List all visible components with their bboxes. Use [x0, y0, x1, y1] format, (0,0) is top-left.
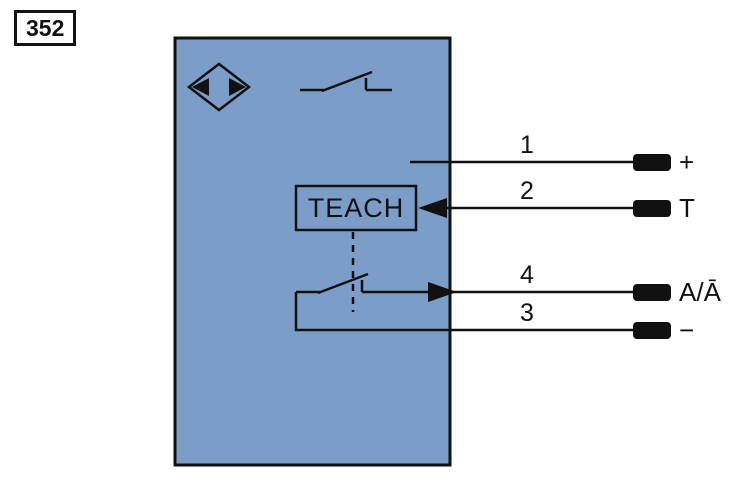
arrow-output-icon: [428, 282, 457, 302]
figure-number-badge: 352: [14, 10, 77, 46]
terminal-label-output: A/Ā: [679, 276, 721, 307]
output-switch-icon: [296, 272, 369, 295]
arrow-into-teach-icon: [418, 198, 447, 218]
wire-number-label-4: 4: [520, 261, 534, 289]
switch-icon: [300, 70, 392, 93]
device-body: [173, 36, 452, 467]
terminal-label-teach: T: [679, 192, 695, 223]
connector-block-3: [633, 322, 671, 339]
connector-block-4: [633, 284, 671, 301]
connector-block-1: [633, 154, 671, 171]
teach-box: [294, 184, 418, 232]
figure-number: 352: [26, 15, 65, 41]
teach-label: TEACH: [307, 192, 405, 223]
wire-number-label-1: 1: [520, 131, 534, 159]
terminal-label-plus: +: [679, 146, 695, 177]
wire-number-label-3: 3: [520, 299, 534, 327]
wire-3: [294, 292, 633, 332]
wire-number-label-2: 2: [520, 177, 534, 205]
connector-block-2: [633, 200, 671, 217]
sensor-symbol-icon: [186, 62, 252, 112]
terminal-label-minus: −: [679, 314, 695, 345]
